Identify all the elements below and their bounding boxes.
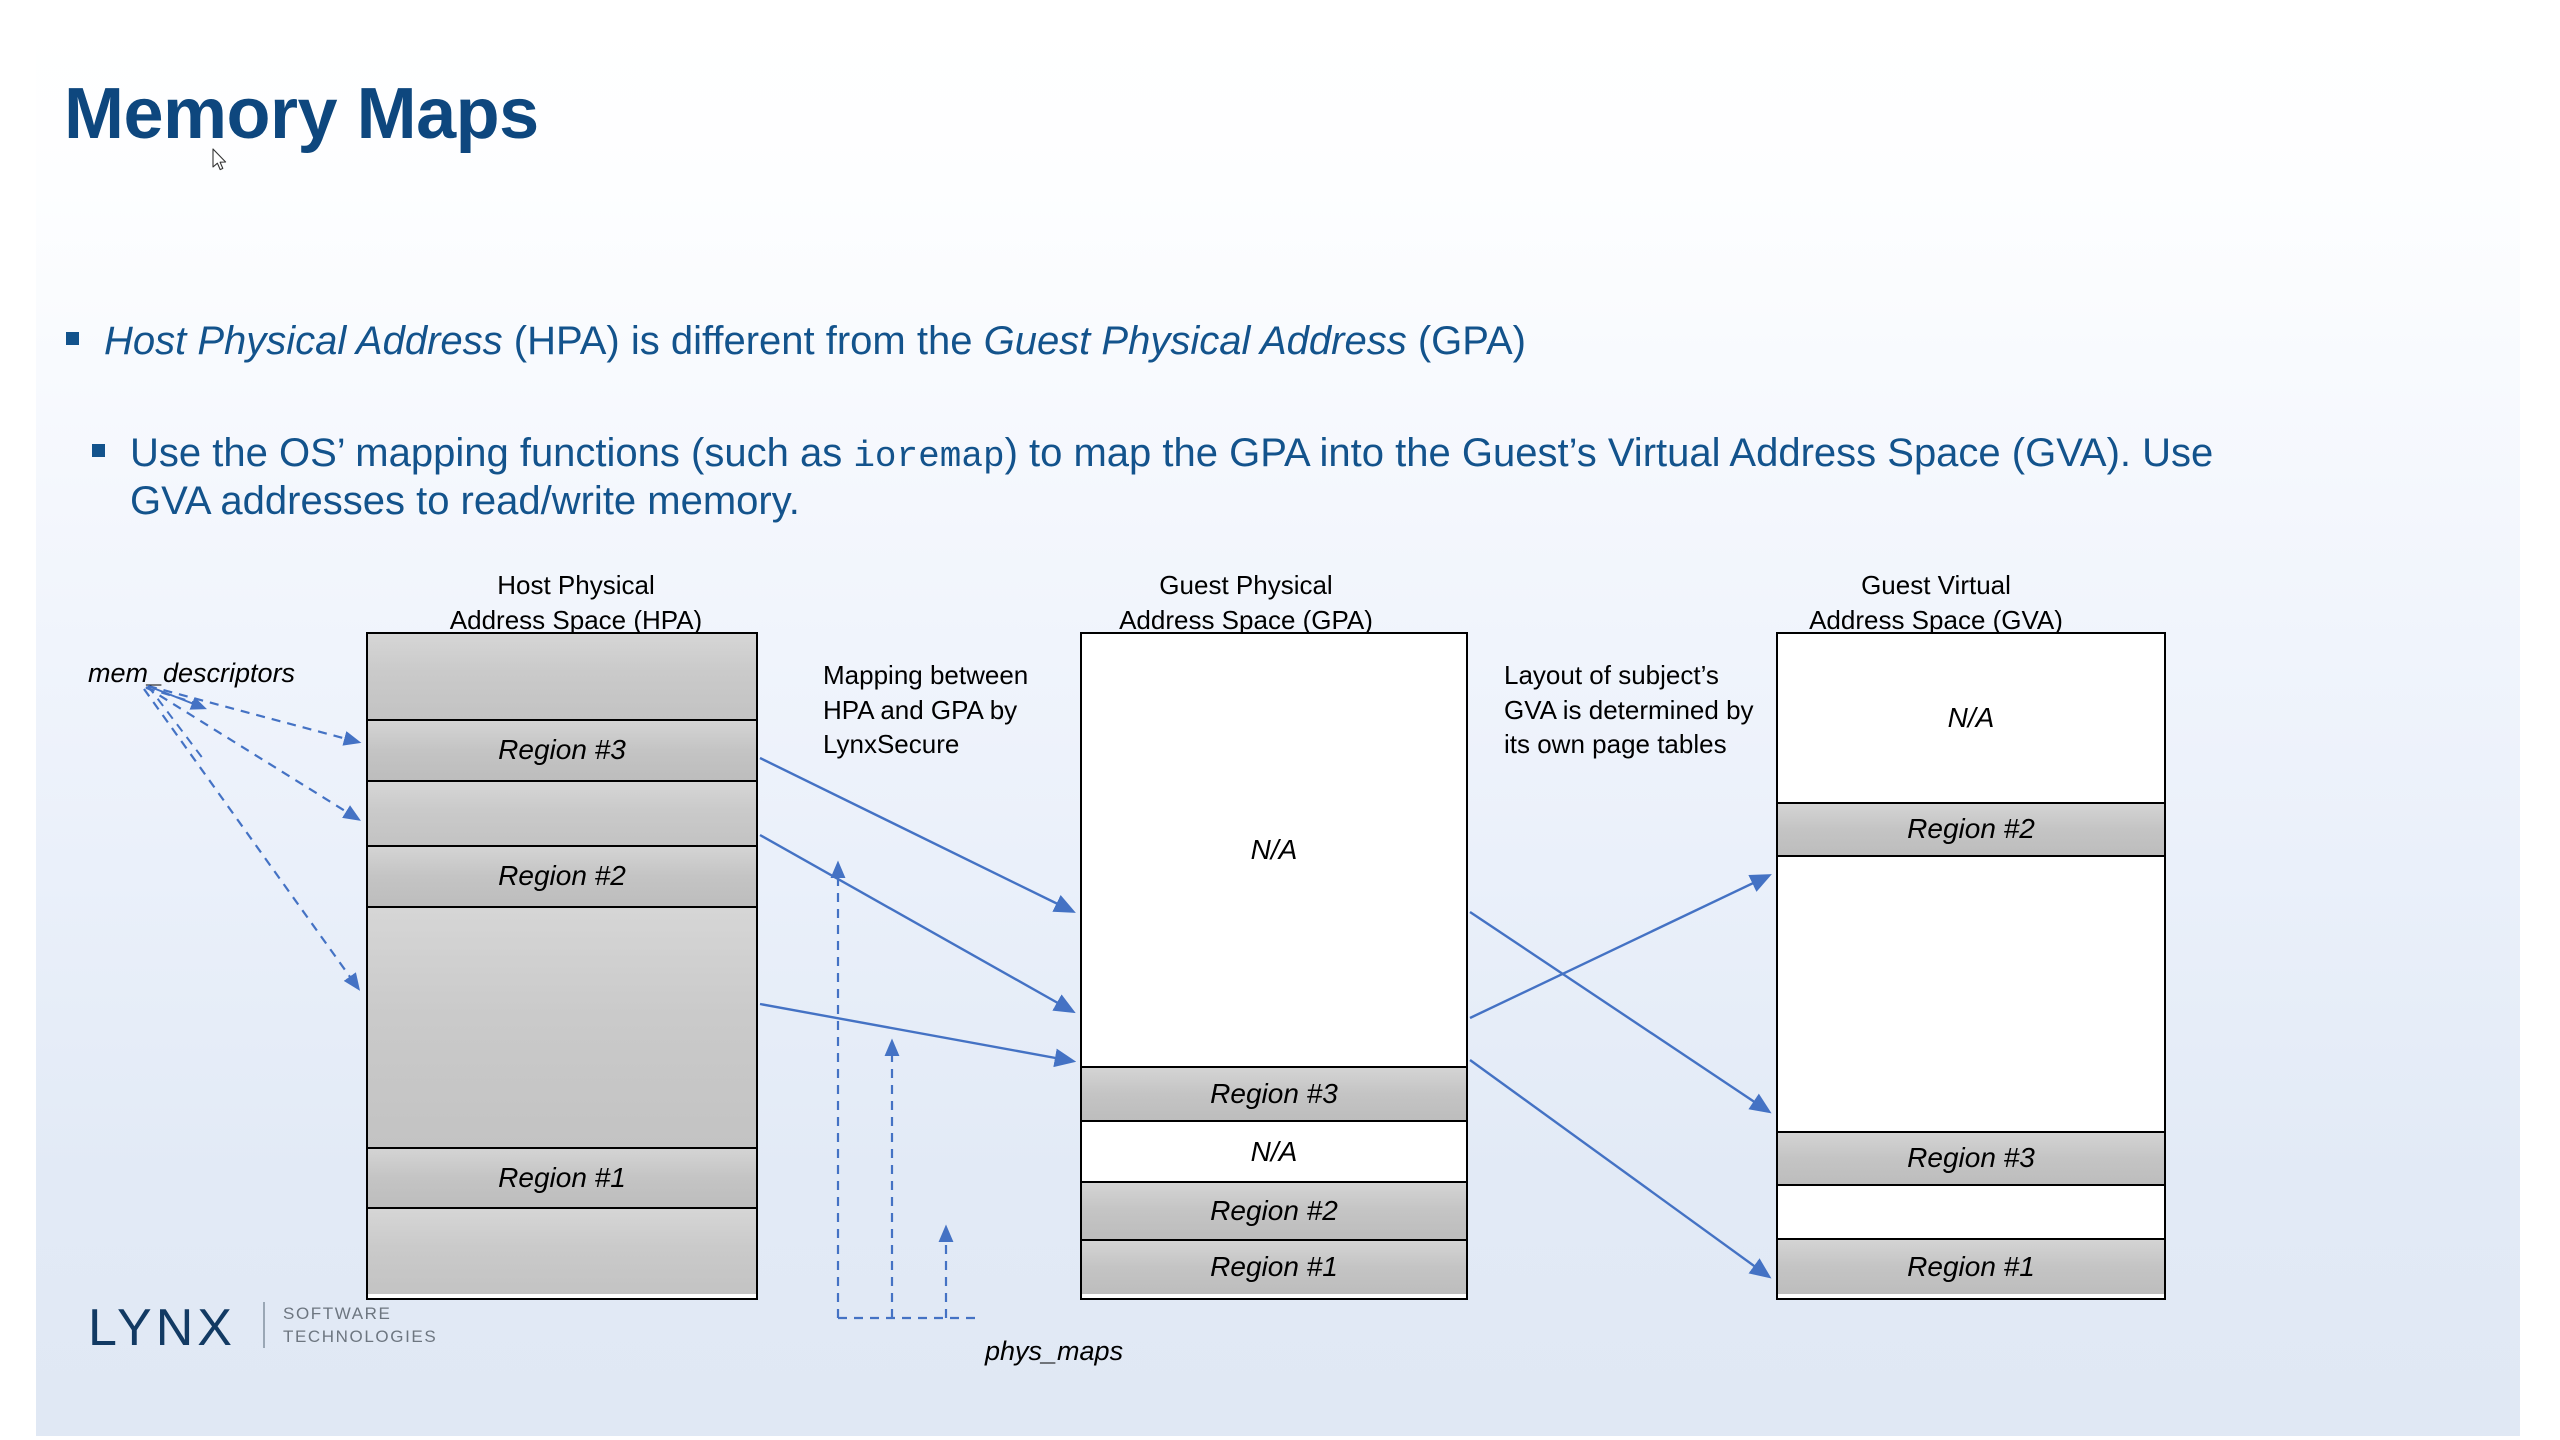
column-header-gva-line1: Guest Virtual xyxy=(1861,570,2011,600)
memory-segment-label-gva-1: Region #2 xyxy=(1907,813,2035,845)
memory-segment-gpa-1: Region #3 xyxy=(1082,1068,1466,1123)
lynx-logo: LYNX SOFTWARE TECHNOLOGIES xyxy=(88,1298,436,1368)
arrow-gpa-region3-to-gva-region3 xyxy=(1469,911,1772,1114)
memory-segment-hpa-0 xyxy=(368,634,756,721)
bullet-1-part-0: Host Physical Address xyxy=(104,319,503,363)
column-header-hpa-line1: Host Physical xyxy=(497,570,655,600)
memory-segment-label-gpa-1: Region #3 xyxy=(1210,1078,1338,1110)
bullet-1-part-1: (HPA) is different from the xyxy=(502,319,984,363)
note-layout-line-0: Layout of subject’s xyxy=(1504,660,1719,690)
logo-subtitle-line2: TECHNOLOGIES xyxy=(283,1327,438,1346)
memory-segment-label-hpa-1: Region #3 xyxy=(498,734,626,766)
bullet-text-2: Use the OS’ mapping functions (such as i… xyxy=(130,430,2292,526)
note-mapping-hpa-gpa: Mapping between HPA and GPA by LynxSecur… xyxy=(823,658,1083,762)
bullet-1-part-2: Guest Physical Address xyxy=(983,319,1407,363)
logo-subtitle-line1: SOFTWARE xyxy=(283,1304,392,1323)
memory-segment-gpa-2: N/A xyxy=(1082,1122,1466,1184)
note-layout-line-2: its own page tables xyxy=(1504,729,1727,760)
column-header-gva-line2: Address Space (GVA) xyxy=(1809,604,2063,635)
memory-segment-label-gva-5: Region #1 xyxy=(1907,1251,2035,1283)
memory-segment-gpa-0: N/A xyxy=(1082,634,1466,1069)
column-header-hpa-line2: Address Space (HPA) xyxy=(449,604,703,635)
note-mapping-line-2: LynxSecure xyxy=(823,729,960,760)
memory-segment-gva-2 xyxy=(1778,857,2164,1133)
arrow-group-mem-descriptors xyxy=(145,685,207,761)
memory-segment-gpa-4: Region #1 xyxy=(1082,1240,1466,1294)
memory-segment-gva-1: Region #2 xyxy=(1778,803,2164,858)
logo-divider xyxy=(263,1302,265,1348)
bullet-2-part-0: Use the OS’ mapping functions (such as xyxy=(130,431,854,475)
bullet-2-part-2: ) to map the GPA into the Guest’s Virtua… xyxy=(130,431,2214,524)
memory-segment-label-hpa-5: Region #1 xyxy=(498,1161,626,1193)
arrow-gpa-region1-to-gva-region1 xyxy=(1469,1059,1772,1279)
memory-segment-label-gpa-3: Region #2 xyxy=(1210,1195,1338,1227)
memory-segment-gva-0: N/A xyxy=(1778,634,2164,804)
bullet-marker-icon xyxy=(92,444,105,457)
column-header-gpa: Guest Physical Address Space (GPA) xyxy=(1046,568,1446,637)
bullet-item-2: Use the OS’ mapping functions (such as i… xyxy=(92,430,2292,526)
memory-segment-gva-5: Region #1 xyxy=(1778,1240,2164,1294)
memory-segment-hpa-6 xyxy=(368,1209,756,1294)
dashed-arrow-memdesc-region3 xyxy=(147,684,362,746)
slide-canvas: Memory Maps Host Physical Address (HPA) … xyxy=(36,18,2520,1436)
memory-segment-gpa-3: Region #2 xyxy=(1082,1183,1466,1241)
memory-segment-hpa-1: Region #3 xyxy=(368,720,756,782)
memory-map-gpa: N/A Region #3 N/A Region #2 Region #1 xyxy=(1080,632,1468,1300)
memory-segment-gva-3: Region #3 xyxy=(1778,1132,2164,1186)
memory-map-hpa: Region #3 Region #2 Region #1 xyxy=(366,632,758,1300)
column-header-hpa: Host Physical Address Space (HPA) xyxy=(376,568,776,637)
memory-segment-label-gpa-4: Region #1 xyxy=(1210,1251,1338,1283)
note-layout-line-1: GVA is determined by xyxy=(1504,694,1754,725)
page-title: Memory Maps xyxy=(64,74,539,154)
memory-segment-label-hpa-3: Region #2 xyxy=(498,860,626,892)
memory-segment-hpa-5: Region #1 xyxy=(368,1148,756,1210)
bullet-item-1: Host Physical Address (HPA) is different… xyxy=(66,318,2366,365)
column-header-gva: Guest Virtual Address Space (GVA) xyxy=(1736,568,2136,637)
memory-segment-hpa-3: Region #2 xyxy=(368,846,756,908)
bullet-text-1: Host Physical Address (HPA) is different… xyxy=(104,318,2366,365)
memory-segment-hpa-2 xyxy=(368,781,756,847)
dashed-arrow-memdesc-region2 xyxy=(145,686,361,821)
arrow-hpa-region3-to-gpa-region3 xyxy=(759,756,1076,913)
bullet-2-code-ioremap: ioremap xyxy=(853,436,1005,477)
note-mapping-line-0: Mapping between xyxy=(823,660,1029,690)
memory-segment-hpa-4 xyxy=(368,907,756,1149)
bullet-1-part-3: (GPA) xyxy=(1406,319,1526,363)
lynx-wordmark: LYNX xyxy=(88,1299,236,1357)
note-mapping-line-1: HPA and GPA by xyxy=(823,694,1018,725)
dashed-arrow-memdesc-region1 xyxy=(143,688,361,991)
column-header-gpa-line1: Guest Physical xyxy=(1159,570,1333,600)
arrow-hpa-region2-to-gpa-region2 xyxy=(759,833,1076,1014)
memory-segment-gva-4 xyxy=(1778,1186,2164,1241)
memory-segment-label-gva-0: N/A xyxy=(1947,701,1995,733)
note-gva-layout: Layout of subject’s GVA is determined by… xyxy=(1504,658,1794,762)
arrow-hpa-region1-to-gpa-region1 xyxy=(759,1002,1077,1068)
memory-segment-label-gva-3: Region #3 xyxy=(1907,1142,2035,1174)
mouse-cursor-icon xyxy=(212,148,227,171)
arrow-gpa-region2-to-gva-region2 xyxy=(1469,874,1772,1020)
memory-segment-label-gpa-0: N/A xyxy=(1250,834,1298,866)
bullet-marker-icon xyxy=(66,332,79,345)
label-mem-descriptors: mem_descriptors xyxy=(88,658,296,688)
label-phys-maps: phys_maps xyxy=(985,1336,1124,1366)
memory-segment-label-gpa-2: N/A xyxy=(1250,1135,1298,1167)
bracket-phys-maps xyxy=(830,860,976,1320)
memory-map-gva: N/A Region #2 Region #3 Region #1 xyxy=(1776,632,2166,1300)
column-header-gpa-line2: Address Space (GPA) xyxy=(1119,604,1373,635)
